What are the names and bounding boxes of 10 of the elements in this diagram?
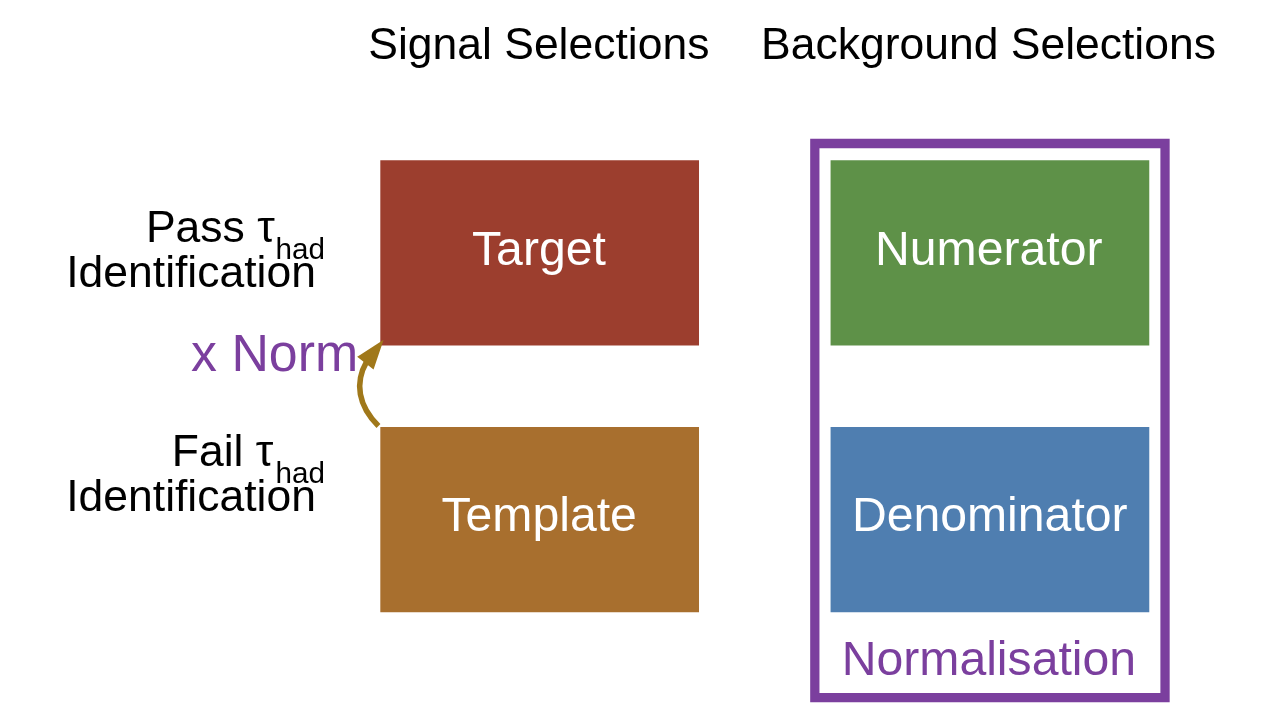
node-box: Target [377,158,701,348]
label: Signal Selections [367,18,709,68]
label: Fail τ$_{had}$ Identification [65,426,325,520]
node-box: Template [377,425,701,615]
node-box: Numerator [828,158,1151,348]
node-box: Denominator [828,425,1151,615]
edge-label: x Norm [190,324,358,383]
label: Pass τ$_{had}$ Identification [65,202,325,296]
arrow [356,339,384,428]
label: Background Selections [760,18,1216,68]
